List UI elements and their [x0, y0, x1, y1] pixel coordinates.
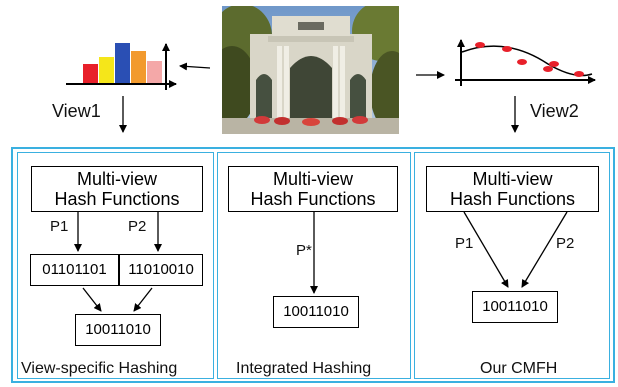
caption-cmfh: Our CMFH — [480, 360, 558, 377]
histogram-icon — [66, 43, 177, 90]
curve-plot-icon — [455, 39, 596, 86]
panel-view-specific — [17, 152, 214, 379]
view1-label: View1 — [52, 101, 101, 121]
hist-bar — [131, 51, 146, 84]
function-box-line: Multi-view — [76, 169, 157, 189]
function-box-line: Hash Functions — [250, 189, 376, 209]
panel-integrated — [217, 152, 411, 379]
hash-code-view1: 01101101 — [30, 254, 119, 286]
function-box-line: Hash Functions — [449, 189, 576, 209]
caption-integrated: Integrated Hashing — [236, 360, 372, 377]
gate-photo — [222, 6, 399, 134]
hist-bar — [99, 57, 114, 84]
hash-functions-box-2: Multi-view Hash Functions — [228, 166, 398, 212]
projection-label-pstar: P* — [296, 242, 312, 259]
projection-label-p1: P1 — [50, 218, 69, 235]
arrow-to-view1 — [179, 62, 211, 71]
projection-label-p2: P2 — [556, 235, 575, 252]
hash-functions-box-3: Multi-view Hash Functions — [426, 166, 599, 212]
caption-view-specific: View-specific Hashing — [21, 360, 178, 377]
hash-functions-box-1: Multi-view Hash Functions — [31, 166, 203, 212]
hist-bar — [147, 61, 162, 84]
view2-label: View2 — [530, 101, 579, 121]
hash-code-result-3: 10011010 — [472, 291, 558, 323]
hash-code-view2: 11010010 — [119, 254, 203, 286]
function-box-line: Multi-view — [472, 169, 553, 189]
hist-bar — [83, 64, 98, 84]
function-box-line: Multi-view — [272, 169, 353, 189]
panel-cmfh — [414, 152, 610, 379]
projection-label-p2: P2 — [128, 218, 147, 235]
hash-code-result-1: 10011010 — [75, 314, 161, 346]
function-box-line: Hash Functions — [54, 189, 180, 209]
hist-bar — [115, 43, 130, 84]
projection-label-p1: P1 — [455, 235, 474, 252]
panels-frame — [11, 147, 615, 383]
hash-code-result-2: 10011010 — [273, 296, 359, 328]
